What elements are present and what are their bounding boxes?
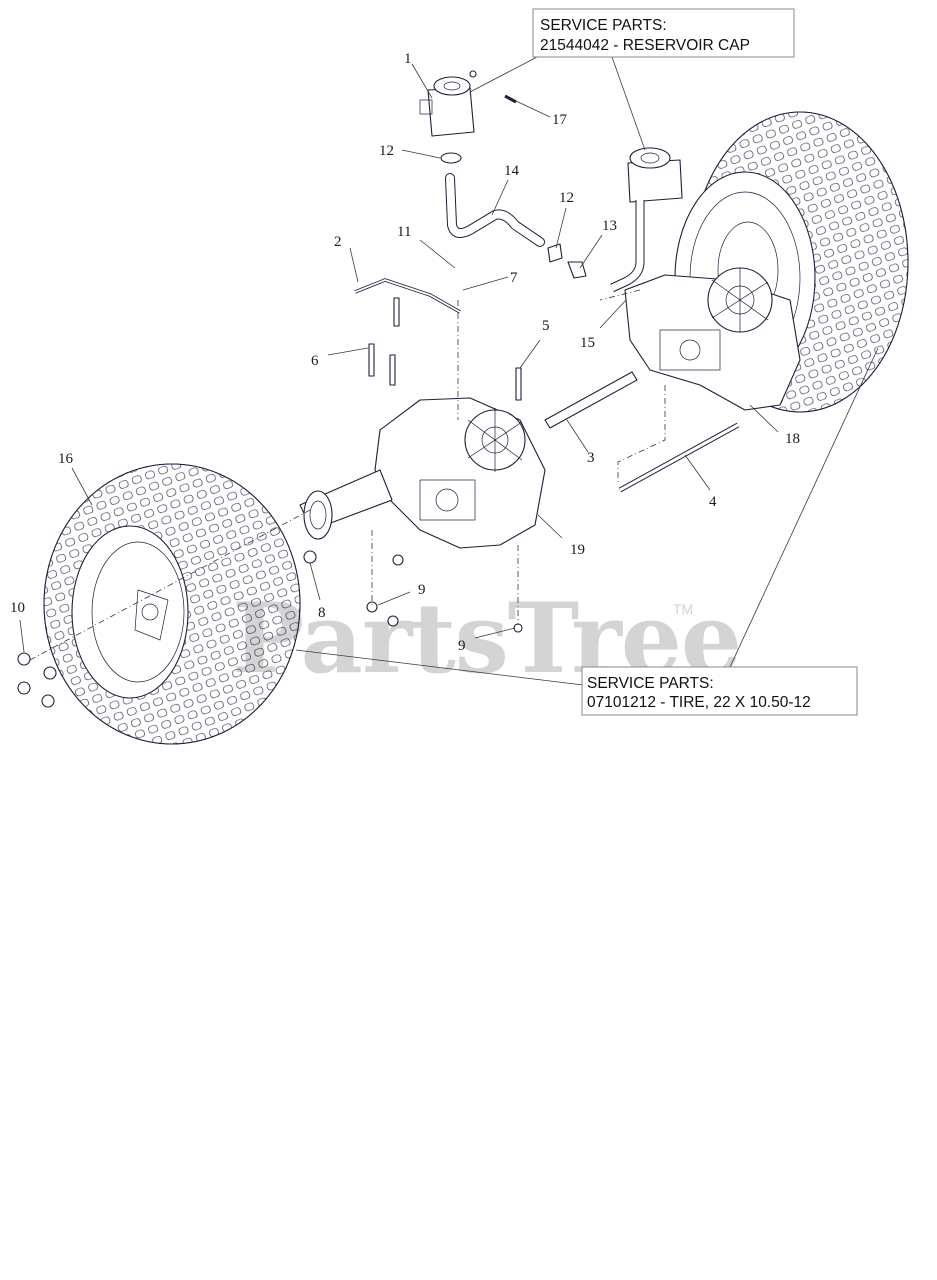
callout-11: 11 (397, 224, 411, 240)
service-box-reservoir-title: SERVICE PARTS: (540, 17, 667, 34)
service-box-tire-part: 07101212 - TIRE, 22 X 10.50-12 (587, 694, 811, 711)
callout-2: 2 (334, 234, 342, 250)
long-bolt (618, 422, 740, 493)
callout-9-lower: 9 (458, 638, 466, 654)
callout-19: 19 (570, 542, 585, 558)
small-screw (469, 70, 517, 104)
callout-17: 17 (552, 112, 568, 128)
callout-10: 10 (10, 600, 25, 616)
watermark-tm: TM (673, 601, 693, 617)
left-tire (43, 463, 301, 745)
callout-8: 8 (318, 605, 326, 621)
callout-14: 14 (504, 163, 520, 179)
callout-5: 5 (542, 318, 550, 334)
elbow-fitting (567, 261, 587, 279)
service-box-reservoir-part: 21544042 - RESERVOIR CAP (540, 37, 750, 54)
callout-7: 7 (510, 270, 518, 286)
hose (445, 173, 545, 247)
leader-lines (19, 56, 879, 686)
callout-9-upper: 9 (418, 582, 426, 598)
callout-12-right: 12 (559, 190, 574, 206)
callout-15: 15 (580, 335, 595, 351)
assembly-lines (29, 289, 666, 661)
right-reservoir (610, 147, 683, 293)
service-box-tire-title: SERVICE PARTS: (587, 675, 714, 692)
left-transaxle (299, 397, 546, 549)
hose-clamp-top (440, 152, 462, 164)
service-box-reservoir: SERVICE PARTS: 21544042 - RESERVOIR CAP (532, 8, 795, 58)
callout-18: 18 (785, 431, 800, 447)
callout-16: 16 (58, 451, 74, 467)
linkage-rod (354, 278, 461, 314)
axle-tube (544, 371, 638, 429)
callout-13: 13 (602, 218, 617, 234)
callout-12-top: 12 (379, 143, 394, 159)
right-transaxle (624, 267, 801, 411)
callout-4: 4 (709, 494, 717, 510)
reservoir-tank (419, 76, 475, 137)
service-box-tire: SERVICE PARTS: 07101212 - TIRE, 22 X 10.… (581, 666, 858, 716)
hose-clamp-right (547, 243, 563, 263)
bolts (368, 297, 522, 401)
callouts: 1 2 3 4 5 6 7 8 9 9 10 11 12 12 13 14 15… (10, 51, 800, 654)
callout-1: 1 (404, 51, 412, 67)
callout-3: 3 (587, 450, 595, 466)
callout-6: 6 (311, 353, 319, 369)
